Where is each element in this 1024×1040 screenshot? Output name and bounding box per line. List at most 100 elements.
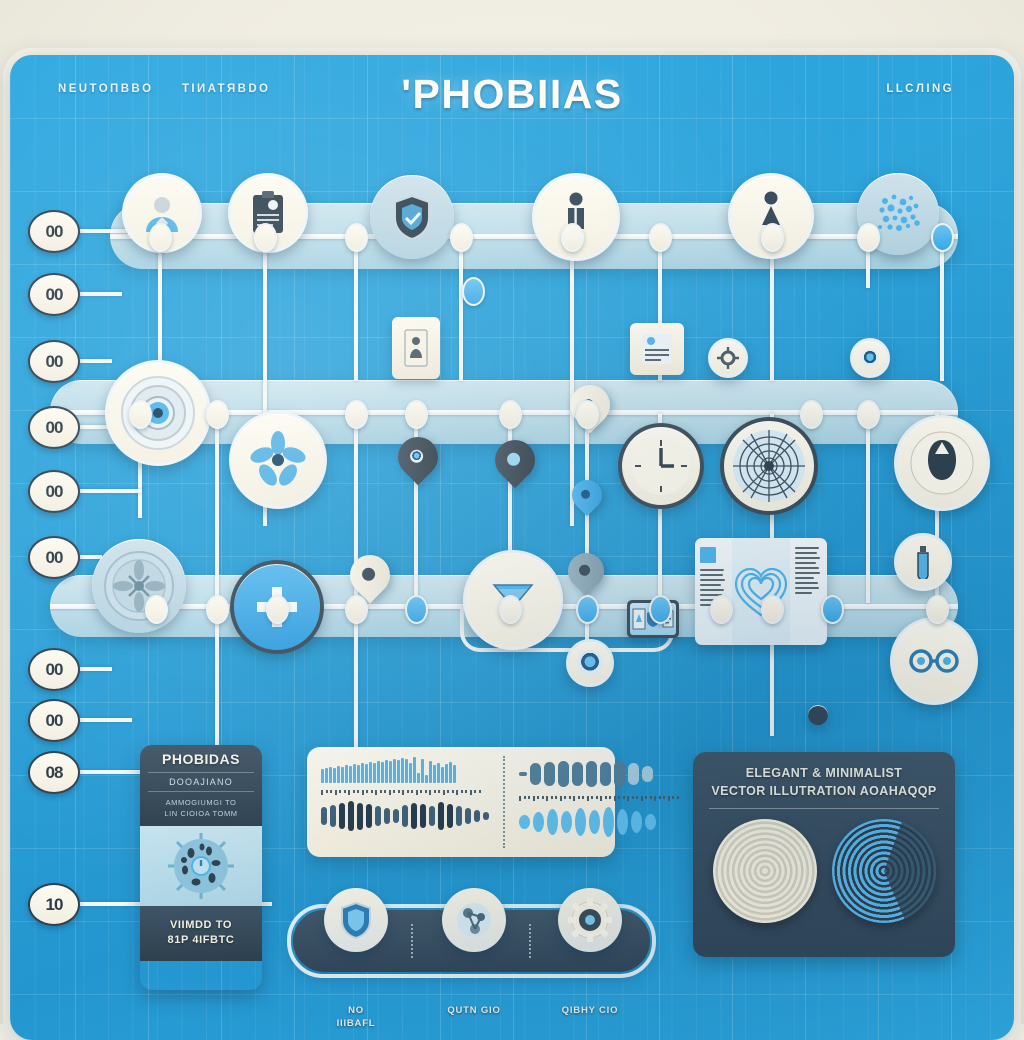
icon-bar-item-molecule[interactable]: QUTN GIO xyxy=(433,888,515,1017)
rail-node[interactable] xyxy=(761,595,784,624)
web-glyph xyxy=(733,430,805,502)
rail-node[interactable] xyxy=(345,400,368,429)
rail-node[interactable] xyxy=(561,223,584,252)
connector-line xyxy=(158,236,162,381)
rail-node[interactable] xyxy=(800,400,823,429)
abstract-chart-panel[interactable] xyxy=(307,747,679,857)
rail-node[interactable] xyxy=(405,400,428,429)
icon-bar-separator xyxy=(529,924,531,958)
icon-bar-item-shield[interactable]: NO IIIBAFL xyxy=(315,888,397,1031)
rail-node[interactable] xyxy=(649,223,672,252)
gear-icon xyxy=(558,888,622,952)
rail-node[interactable] xyxy=(649,595,672,624)
row-badge-label: 00 xyxy=(45,417,64,437)
connector-line xyxy=(866,236,870,288)
rail-node[interactable] xyxy=(710,595,733,624)
row-badge[interactable]: 00 xyxy=(28,648,80,691)
chart-half-right xyxy=(505,747,693,857)
connector-line xyxy=(770,236,774,381)
poster-illustration xyxy=(732,538,790,645)
blue-spiral[interactable] xyxy=(831,819,936,924)
info-card[interactable]: PHOBIDAS DOOAJIANO AMMOGIUMGI TO LIN CIO… xyxy=(140,745,262,990)
row-badge[interactable]: 00 xyxy=(28,470,80,513)
rail-node[interactable] xyxy=(405,595,428,624)
rail-node[interactable] xyxy=(254,223,277,252)
info-card-body-line-2: LIN CIOIOA TOMM xyxy=(164,809,238,819)
rail-node[interactable] xyxy=(266,595,289,624)
rail-node[interactable] xyxy=(499,400,522,429)
infographic-board: 'PHOBIIAS NEUTOПBBO TIИATЯBDO LLCЛING xyxy=(10,55,1014,1040)
rail-node[interactable] xyxy=(149,223,172,252)
row-badge[interactable]: 00 xyxy=(28,699,80,742)
rail-node[interactable] xyxy=(462,277,485,306)
rail-node[interactable] xyxy=(857,223,880,252)
badge-spur xyxy=(72,359,112,363)
spiral-panel-divider xyxy=(709,808,939,810)
rail-node[interactable] xyxy=(761,223,784,252)
bottom-icon-bar: NO IIIBAFL QUTN GIO xyxy=(287,888,656,1029)
rail-node[interactable] xyxy=(499,595,522,624)
row-badge-label: 00 xyxy=(45,659,64,679)
badge-spur xyxy=(72,229,132,233)
rail-node[interactable] xyxy=(576,400,599,429)
rail-node[interactable] xyxy=(450,223,473,252)
germ-cluster-icon[interactable] xyxy=(857,173,939,255)
rail-node[interactable] xyxy=(821,595,844,624)
eye-small-icon[interactable] xyxy=(850,338,890,378)
icon-bar-item-gear[interactable]: QIBHY CIO xyxy=(549,888,631,1017)
info-card-title: PHOBIDAS xyxy=(162,751,240,767)
row-badge-label: 08 xyxy=(45,762,64,782)
dark-creature-icon[interactable] xyxy=(894,415,990,511)
gear-glyph xyxy=(568,898,612,942)
shield-icon[interactable] xyxy=(370,175,454,259)
document-glyph xyxy=(404,329,428,367)
document-poster-card[interactable] xyxy=(695,538,827,645)
row-badge[interactable]: 00 xyxy=(28,273,80,316)
spider-web-icon[interactable] xyxy=(720,417,818,515)
bottle-small-icon[interactable] xyxy=(894,533,952,591)
clock-icon[interactable] xyxy=(618,423,704,509)
eye-target-icon[interactable] xyxy=(105,360,211,466)
row-badge-label: 00 xyxy=(45,547,64,567)
heart-outline-icon xyxy=(734,567,788,616)
badge-spur xyxy=(72,667,112,671)
row-badge[interactable]: 00 xyxy=(28,210,80,253)
eye-junction-icon[interactable] xyxy=(566,639,614,687)
row-badge[interactable]: 00 xyxy=(28,340,80,383)
row-badge[interactable]: 00 xyxy=(28,536,80,579)
badge-spur xyxy=(72,555,102,559)
rail-node[interactable] xyxy=(926,595,949,624)
tick-row-left xyxy=(321,790,489,795)
connector-line xyxy=(570,236,574,526)
spiral-panel[interactable]: ELEGANT & MINIMALIST VECTOR ILLUTRATION … xyxy=(693,752,955,957)
glasses-icon[interactable] xyxy=(890,617,978,705)
rail-node[interactable] xyxy=(931,223,954,252)
small-dot-node[interactable] xyxy=(808,705,828,725)
pin-dot xyxy=(579,564,591,576)
rail-node[interactable] xyxy=(345,223,368,252)
spiral-group xyxy=(705,819,943,924)
document-tile-icon[interactable] xyxy=(392,317,440,379)
connector-line xyxy=(866,413,870,603)
info-card-subtitle: DOOAJIANO xyxy=(148,772,254,792)
cream-spiral[interactable] xyxy=(712,819,817,924)
pin-dot xyxy=(362,567,376,581)
row-badge[interactable]: 00 xyxy=(28,406,80,449)
row-badge[interactable]: 08 xyxy=(28,751,80,794)
row-badge[interactable]: 10 xyxy=(28,883,80,926)
molecule-glyph xyxy=(457,903,491,937)
rail-node[interactable] xyxy=(576,595,599,624)
pin-dot xyxy=(581,490,591,500)
row-badge-label: 10 xyxy=(45,894,64,914)
gear-small-icon[interactable] xyxy=(708,338,748,378)
note-tile-icon[interactable] xyxy=(630,323,684,375)
rail-node[interactable] xyxy=(206,400,229,429)
compass-dial-icon[interactable] xyxy=(92,539,186,633)
rail-node[interactable] xyxy=(857,400,880,429)
rail-node[interactable] xyxy=(145,595,168,624)
rail-node[interactable] xyxy=(206,595,229,624)
flower-fan-icon[interactable] xyxy=(229,411,327,509)
gear-glyph xyxy=(717,347,739,369)
rail-node[interactable] xyxy=(345,595,368,624)
rail-node[interactable] xyxy=(129,400,152,429)
